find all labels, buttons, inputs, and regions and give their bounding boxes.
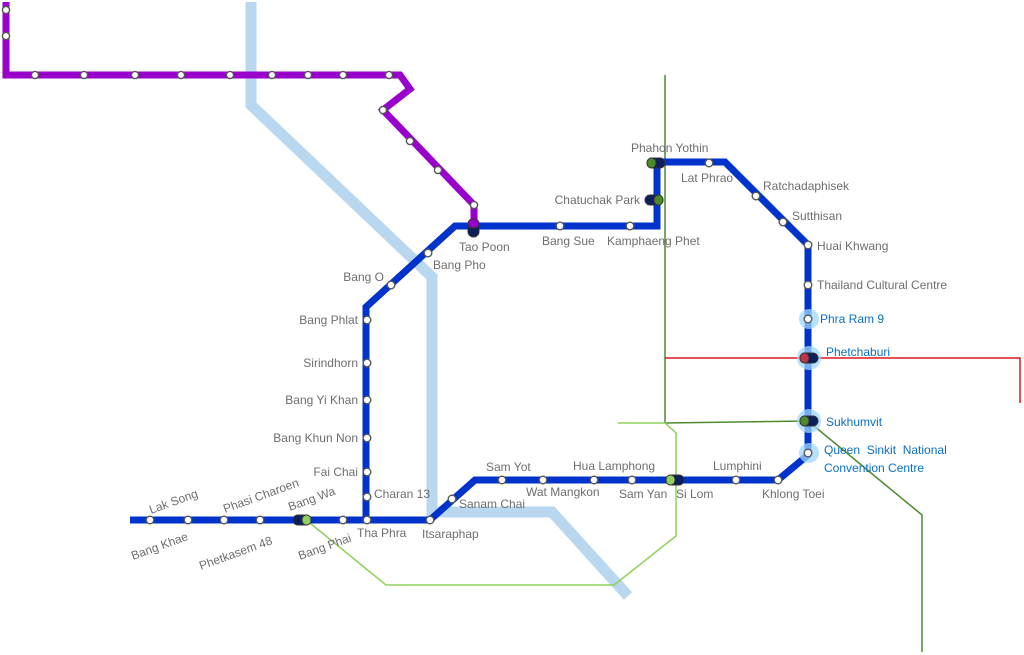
station-dot[interactable] — [1, 5, 11, 15]
interchange-si-lom[interactable] — [665, 474, 685, 486]
station-hua-lamphong[interactable] — [589, 475, 599, 485]
station-bang-phai[interactable] — [338, 515, 348, 525]
label-tha-phra: Tha Phra — [357, 526, 407, 540]
purple-line-stations — [1, 5, 479, 210]
station-phasi-charoen[interactable] — [219, 515, 229, 525]
interchange-chatuchak-park[interactable] — [644, 194, 664, 206]
station-fai-chai[interactable] — [362, 467, 372, 477]
label-kamphaeng-phet: Kamphaeng Phet — [607, 234, 700, 248]
label-chatuchak-park: Chatuchak Park — [555, 193, 641, 207]
light-green-line — [304, 422, 677, 586]
station-sanam-chai[interactable] — [447, 494, 457, 504]
interchange-sukhumvit[interactable] — [799, 415, 819, 427]
station-charan-13[interactable] — [362, 492, 372, 502]
station-bang-khae[interactable] — [183, 515, 193, 525]
station-dot[interactable] — [79, 70, 89, 80]
label-bang-phlat: Bang Phlat — [299, 313, 358, 327]
station-tha-phra[interactable] — [362, 515, 372, 525]
light-blue-line — [245, 2, 633, 600]
label-bang-khae: Bang Khae — [129, 529, 190, 563]
label-thailand-cultural-centre: Thailand Cultural Centre — [817, 278, 947, 292]
label-phahon-yothin: Phahon Yothin — [631, 141, 708, 155]
label-lumphini: Lumphini — [713, 459, 762, 473]
station-dot[interactable] — [378, 105, 388, 115]
station-dot[interactable] — [303, 70, 313, 80]
station-bang-khun-non[interactable] — [362, 433, 372, 443]
label-qsncc-line2: Convention Centre — [824, 461, 924, 475]
label-bang-khun-non: Bang Khun Non — [273, 431, 358, 445]
station-qsncc[interactable] — [803, 448, 813, 458]
label-bang-yi-khan: Bang Yi Khan — [285, 393, 358, 407]
station-lumphini[interactable] — [731, 475, 741, 485]
label-itsaraphap: Itsaraphap — [422, 527, 479, 541]
station-dot[interactable] — [130, 70, 140, 80]
station-sutthisan[interactable] — [778, 217, 788, 227]
blue-line — [130, 158, 812, 524]
purple-line — [2, 2, 478, 232]
label-si-lom: Si Lom — [676, 487, 713, 501]
station-ratchadaphisek[interactable] — [751, 191, 761, 201]
station-khlong-toei[interactable] — [773, 475, 783, 485]
interchange-phahon-yothin[interactable] — [646, 157, 666, 169]
label-sam-yan: Sam Yan — [619, 487, 667, 501]
interchange-phetchaburi[interactable] — [799, 352, 819, 364]
station-sam-yan[interactable] — [627, 475, 637, 485]
station-thailand-cultural-centre[interactable] — [803, 280, 813, 290]
red-line — [665, 357, 1021, 403]
station-bang-sue[interactable] — [555, 221, 565, 231]
station-lak-song[interactable] — [145, 515, 155, 525]
label-hua-lamphong: Hua Lamphong — [573, 459, 655, 473]
station-lat-phrao[interactable] — [704, 158, 714, 168]
station-dot[interactable] — [384, 70, 394, 80]
station-bang-pho[interactable] — [423, 248, 433, 258]
label-wat-mangkon: Wat Mangkon — [526, 485, 600, 499]
blue-line-stations — [145, 158, 813, 525]
station-bang-phlat[interactable] — [362, 315, 372, 325]
label-bang-pho: Bang Pho — [433, 258, 486, 272]
label-charan-13: Charan 13 — [374, 487, 430, 501]
station-dot[interactable] — [225, 70, 235, 80]
label-sanam-chai: Sanam Chai — [459, 497, 525, 511]
station-phetkasem-48[interactable] — [255, 515, 265, 525]
station-bang-o[interactable] — [386, 280, 396, 290]
station-dot[interactable] — [176, 70, 186, 80]
label-bang-o: Bang O — [343, 270, 384, 284]
label-qsncc-line1: Queen Sinkit National — [824, 443, 947, 457]
station-sam-yot[interactable] — [497, 475, 507, 485]
label-sutthisan: Sutthisan — [792, 209, 842, 223]
station-phra-ram-9[interactable] — [803, 314, 813, 324]
station-dot[interactable] — [469, 200, 479, 210]
label-sam-yot: Sam Yot — [486, 460, 531, 474]
station-bang-yi-khan[interactable] — [362, 395, 372, 405]
station-dot[interactable] — [30, 70, 40, 80]
station-itsaraphap[interactable] — [425, 515, 435, 525]
label-tao-poon: Tao Poon — [459, 240, 510, 254]
label-ratchadaphisek: Ratchadaphisek — [763, 179, 850, 193]
label-phetkasem-48: Phetkasem 48 — [197, 533, 274, 573]
station-dot[interactable] — [267, 70, 277, 80]
station-dot[interactable] — [405, 136, 415, 146]
station-huai-khwang[interactable] — [803, 240, 813, 250]
station-dot[interactable] — [433, 165, 443, 175]
station-kamphaeng-phet[interactable] — [625, 221, 635, 231]
station-dot[interactable] — [338, 70, 348, 80]
label-lak-song: Lak Song — [147, 486, 199, 517]
station-wat-mangkon[interactable] — [538, 475, 548, 485]
label-sukhumvit: Sukhumvit — [826, 415, 883, 429]
station-dot[interactable] — [1, 31, 11, 41]
label-lat-phrao: Lat Phrao — [681, 171, 733, 185]
label-sirindhorn: Sirindhorn — [303, 356, 358, 370]
interchange-tao-poon[interactable] — [467, 218, 480, 238]
interchange-bang-wa[interactable] — [292, 514, 312, 526]
label-khlong-toei: Khlong Toei — [762, 487, 825, 501]
label-bang-sue: Bang Sue — [542, 234, 595, 248]
label-huai-khwang: Huai Khwang — [817, 239, 888, 253]
label-fai-chai: Fai Chai — [313, 465, 358, 479]
label-phetchaburi: Phetchaburi — [826, 345, 890, 359]
label-phra-ram-9: Phra Ram 9 — [820, 312, 884, 326]
interchanges — [292, 157, 819, 526]
station-sirindhorn[interactable] — [362, 358, 372, 368]
